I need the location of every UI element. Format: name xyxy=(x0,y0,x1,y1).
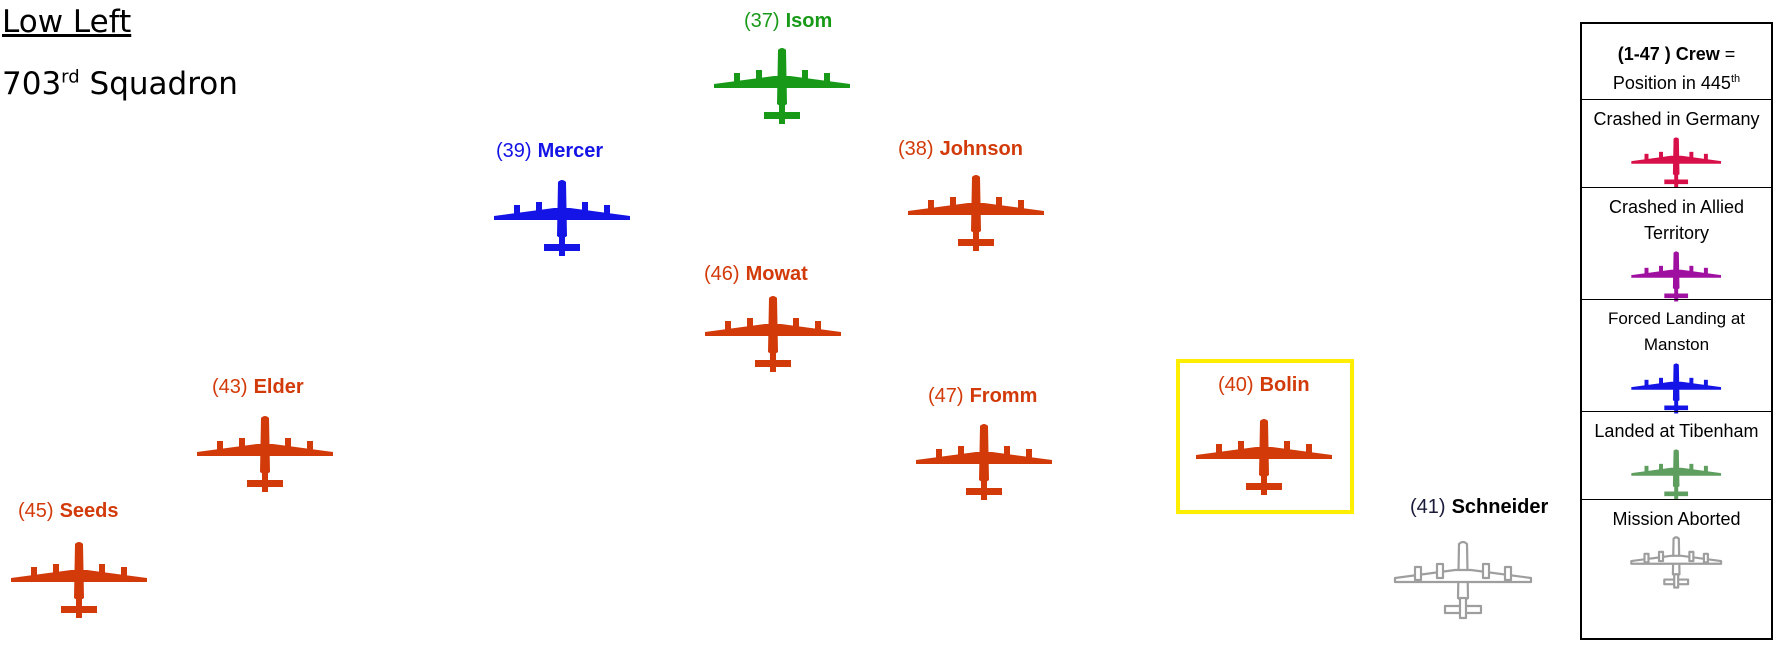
plane-label-fromm: (47)Fromm xyxy=(928,385,1037,408)
plane-label-bolin: (40)Bolin xyxy=(1218,374,1310,397)
plane-icon-fromm xyxy=(914,422,1054,506)
plane-icon-mowat xyxy=(703,294,843,378)
crew-position: (40) xyxy=(1218,374,1254,396)
plane-icon-seeds xyxy=(9,540,149,624)
legend-item-mission-aborted: Mission Aborted xyxy=(1582,499,1771,640)
crew-name: Mercer xyxy=(537,140,604,162)
crew-name: Seeds xyxy=(59,500,119,522)
legend-header: (1-47 ) Crew = Position in 445th xyxy=(1612,44,1741,93)
crew-name: Bolin xyxy=(1259,374,1310,396)
plane-icon-elder xyxy=(195,414,335,498)
plane-label-elder: (43)Elder xyxy=(212,376,304,399)
legend-item-crashed-allied: Crashed in Allied Territory xyxy=(1582,187,1771,302)
plane-icon-crashed-allied xyxy=(1582,250,1771,303)
crew-name: Mowat xyxy=(745,263,808,285)
plane-icon-crashed-germany xyxy=(1582,136,1771,189)
crew-position: (47) xyxy=(928,385,964,407)
plane-icon-isom xyxy=(712,46,852,130)
crew-name: Johnson xyxy=(939,138,1023,160)
plane-icon-johnson xyxy=(906,173,1046,257)
plane-label-mercer: (39)Mercer xyxy=(496,140,603,163)
crew-position: (41) xyxy=(1410,496,1446,518)
crew-name: Elder xyxy=(253,376,304,398)
crew-position: (38) xyxy=(898,138,934,160)
plane-icon-landed-tibenham xyxy=(1582,448,1771,501)
legend-item-forced-landing: Forced Landing at Manston xyxy=(1582,299,1771,414)
plane-icon-bolin xyxy=(1194,417,1334,501)
crew-position: (43) xyxy=(212,376,248,398)
crew-position: (39) xyxy=(496,140,532,162)
crew-position: (37) xyxy=(744,10,780,32)
legend-item-landed-tibenham: Landed at Tibenham xyxy=(1582,411,1771,501)
crew-name: Fromm xyxy=(969,385,1038,407)
plane-label-schneider: (41)Schneider xyxy=(1410,496,1548,519)
crew-name: Schneider xyxy=(1451,496,1549,518)
plane-label-johnson: (38)Johnson xyxy=(898,138,1023,161)
plane-label-isom: (37)Isom xyxy=(744,10,832,33)
squadron-title: 703rd Squadron xyxy=(2,66,238,102)
formation-title: Low Left xyxy=(2,4,132,40)
highlight-box xyxy=(1176,359,1354,514)
legend: (1-47 ) Crew = Position in 445th Crashed… xyxy=(1580,22,1773,640)
plane-icon-mercer xyxy=(492,178,632,262)
legend-item-crashed-germany: Crashed in Germany xyxy=(1582,99,1771,189)
plane-icon-forced-landing xyxy=(1582,362,1771,415)
plane-icon-schneider xyxy=(1393,540,1533,624)
crew-name: Isom xyxy=(785,10,833,32)
plane-label-mowat: (46)Mowat xyxy=(704,263,808,286)
crew-position: (45) xyxy=(18,500,54,522)
plane-label-seeds: (45)Seeds xyxy=(18,500,119,523)
crew-position: (46) xyxy=(704,263,740,285)
plane-icon-mission-aborted xyxy=(1582,536,1771,589)
